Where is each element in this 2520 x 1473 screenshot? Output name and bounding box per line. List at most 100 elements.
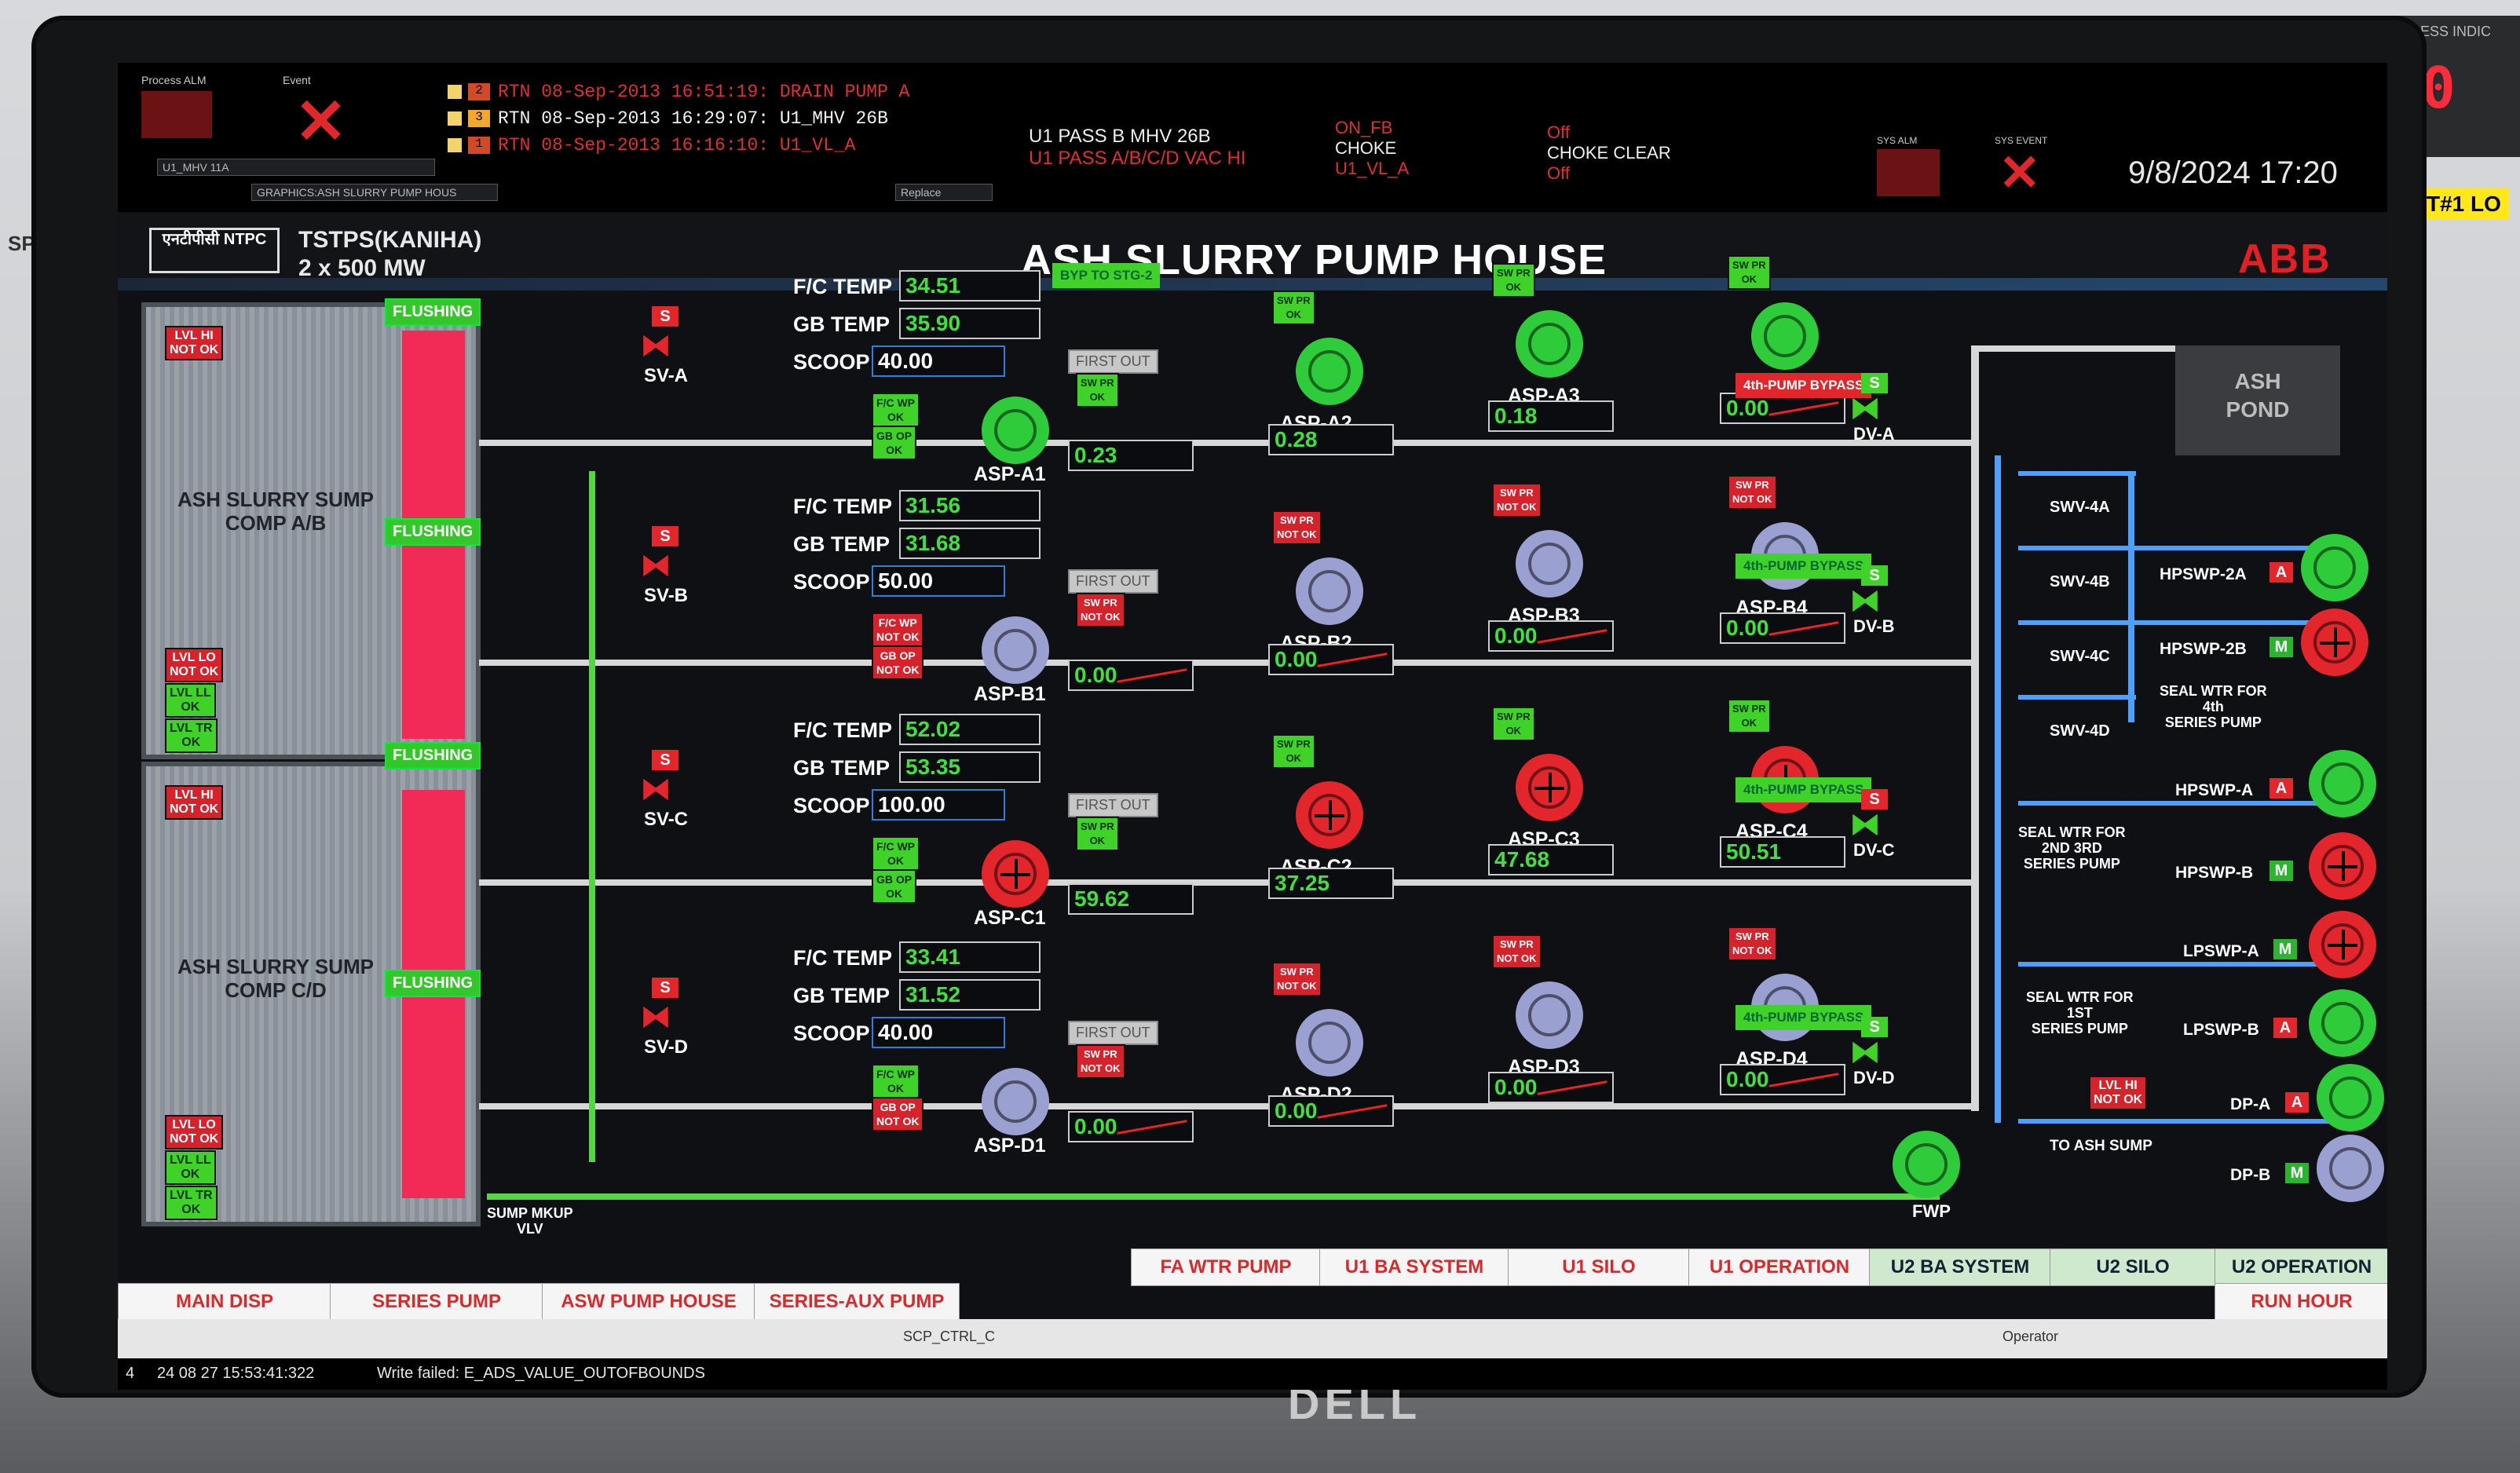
scoop-label: SCOOP <box>793 350 870 374</box>
dv-valve-icon[interactable]: ⧓ <box>1849 807 1881 842</box>
pump-dp-a[interactable] <box>2317 1064 2384 1131</box>
pump-3[interactable] <box>1516 310 1583 378</box>
scoop-value[interactable]: 40.00 <box>872 345 1005 377</box>
replace-select[interactable]: Replace <box>895 184 993 201</box>
nav-u2-ba-system[interactable]: U2 BA SYSTEM <box>1869 1248 2051 1286</box>
alarm-text: RTN 08-Sep-2013 16:29:07: U1_MHV 26B <box>498 108 888 129</box>
bottom-nav: FA WTR PUMP U1 BA SYSTEM U1 SILO U1 OPER… <box>118 1248 2387 1321</box>
first-out-button[interactable]: FIRST OUT <box>1068 793 1158 817</box>
pump-2[interactable] <box>1296 1009 1363 1076</box>
process-alarm-indicator[interactable]: Process ALM <box>141 74 228 144</box>
pump-flow-value: 0.00 <box>1488 620 1614 652</box>
pump-label: HPSWP-B <box>2175 864 2254 882</box>
flushing-indicator[interactable]: FLUSHING <box>385 298 481 326</box>
pump-1[interactable] <box>982 616 1049 684</box>
pipe-b <box>479 660 1971 666</box>
nav-u2-silo[interactable]: U2 SILO <box>2050 1248 2216 1286</box>
nav-u1-silo[interactable]: U1 SILO <box>1508 1248 1690 1286</box>
event-x-icon[interactable]: ✕ <box>294 86 348 156</box>
fourth-pump-bypass-button[interactable]: 4th-PUMP BYPASS <box>1735 373 1872 398</box>
pump-1[interactable] <box>982 840 1049 908</box>
nav-u1-operation[interactable]: U1 OPERATION <box>1688 1248 1871 1286</box>
gb-temp-value: 31.52 <box>899 979 1041 1011</box>
scoop-label: SCOOP <box>793 1022 870 1045</box>
sv-valve-icon[interactable]: ⧓ <box>640 548 671 583</box>
nav-u2-operation[interactable]: U2 OPERATION <box>2215 1248 2387 1286</box>
pump-lpswp-a[interactable] <box>2309 911 2376 978</box>
pump-lpswp-b[interactable] <box>2309 989 2376 1057</box>
sys-event-indicator[interactable]: SYS EVENT <box>1995 135 2047 146</box>
swv-label: SWV-4C <box>2050 648 2110 665</box>
pump-3[interactable] <box>1516 754 1583 821</box>
seal-line <box>2018 546 2332 550</box>
nav-series-pump[interactable]: SERIES PUMP <box>330 1283 543 1321</box>
to-sump-note: TO ASH SUMP <box>2050 1138 2152 1154</box>
scoop-value[interactable]: 50.00 <box>872 565 1005 597</box>
alarm-col3: ON_FB CHOKE U1_VL_A <box>1335 118 1409 179</box>
pump-flow-value: 0.00 <box>1068 660 1194 691</box>
sys-alarm-indicator[interactable]: SYS ALM <box>1877 135 1940 196</box>
pump-4[interactable] <box>1751 302 1819 370</box>
operator-label[interactable]: Operator <box>2002 1329 2059 1344</box>
nav-main-disp[interactable]: MAIN DISP <box>118 1283 331 1321</box>
fourth-pump-bypass-button[interactable]: 4th-PUMP BYPASS <box>1735 554 1872 579</box>
sys-alarm-label: SYS ALM <box>1877 135 1918 146</box>
nav-bottom-row: SCP_CTRL_C Operator <box>118 1319 2387 1358</box>
nav-u1-ba-system[interactable]: U1 BA SYSTEM <box>1319 1248 1509 1286</box>
pump-flow-value: 37.25 <box>1268 868 1394 899</box>
status-message: Write failed: E_ADS_VALUE_OUTOFBOUNDS <box>377 1365 705 1382</box>
pump-3[interactable] <box>1516 530 1583 598</box>
sv-valve-icon[interactable]: ⧓ <box>640 1000 671 1034</box>
status-bar: 4 24 08 27 15:53:41:322 Write failed: E_… <box>118 1358 2387 1390</box>
dv-valve-icon[interactable]: ⧓ <box>1849 1035 1881 1069</box>
sys-event-label: SYS EVENT <box>1995 135 2048 146</box>
pump-hpswp-2b[interactable] <box>2301 609 2368 676</box>
graphics-select[interactable]: GRAPHICS:ASH SLURRY PUMP HOUS <box>251 184 498 201</box>
nav-run-hour[interactable]: RUN HOUR <box>2215 1283 2387 1321</box>
seal-note: SEAL WTR FOR 2ND 3RD SERIES PUMP <box>2018 824 2126 872</box>
pump-3[interactable] <box>1516 981 1583 1049</box>
pump-2[interactable] <box>1296 557 1363 625</box>
level-tag: LVL LO NOT OK <box>165 648 224 682</box>
first-out-button[interactable]: FIRST OUT <box>1068 1021 1158 1045</box>
pump-hpswp-2a[interactable] <box>2301 534 2368 601</box>
scoop-value[interactable]: 40.00 <box>872 1017 1005 1048</box>
first-out-button[interactable]: FIRST OUT <box>1068 569 1158 594</box>
pump-1[interactable] <box>982 1068 1049 1135</box>
nav-fa-wtr-pump[interactable]: FA WTR PUMP <box>1131 1248 1321 1286</box>
pump-hpswp-b[interactable] <box>2309 832 2376 900</box>
pump-dp-b[interactable] <box>2317 1135 2384 1202</box>
dv-valve-icon[interactable]: ⧓ <box>1849 583 1881 618</box>
tag-select[interactable]: U1_MHV 11A <box>157 159 435 176</box>
sys-event-x-icon[interactable]: ✕ <box>1999 144 2041 201</box>
pump-hpswp-a[interactable] <box>2309 750 2376 817</box>
datetime: 9/8/2024 17:20 <box>2128 155 2338 190</box>
bypass-to-stg2-button[interactable]: BYP TO STG-2 <box>1052 263 1161 288</box>
ack-checkbox[interactable] <box>448 85 462 99</box>
ack-checkbox[interactable] <box>448 111 462 126</box>
nav-series-aux-pump[interactable]: SERIES-AUX PUMP <box>754 1283 960 1321</box>
pump-fwp[interactable] <box>1893 1131 1960 1198</box>
dv-valve-icon[interactable]: ⧓ <box>1849 391 1881 426</box>
pump-2[interactable] <box>1296 338 1363 405</box>
sv-valve-icon[interactable]: ⧓ <box>640 328 671 363</box>
ack-checkbox[interactable] <box>448 138 462 152</box>
dv-solenoid-tag: S <box>1861 1017 1888 1037</box>
flushing-indicator[interactable]: FLUSHING <box>385 970 481 997</box>
nav-asw-pump-house[interactable]: ASW PUMP HOUSE <box>542 1283 755 1321</box>
fourth-pump-bypass-button[interactable]: 4th-PUMP BYPASS <box>1735 1005 1872 1030</box>
pump-2[interactable] <box>1296 781 1363 849</box>
pump-1[interactable] <box>982 397 1049 464</box>
sv-valve-icon[interactable]: ⧓ <box>640 772 671 806</box>
flushing-indicator[interactable]: FLUSHING <box>385 742 481 769</box>
pipe-to-pond <box>1971 345 2183 352</box>
scoop-value[interactable]: 100.00 <box>872 789 1005 821</box>
fc-temp-label: F/C TEMP <box>793 495 892 518</box>
pump-label: LPSWP-A <box>2183 942 2259 960</box>
flushing-indicator[interactable]: FLUSHING <box>385 518 481 546</box>
first-out-button[interactable]: FIRST OUT <box>1068 349 1158 374</box>
fourth-pump-bypass-button[interactable]: 4th-PUMP BYPASS <box>1735 777 1872 802</box>
